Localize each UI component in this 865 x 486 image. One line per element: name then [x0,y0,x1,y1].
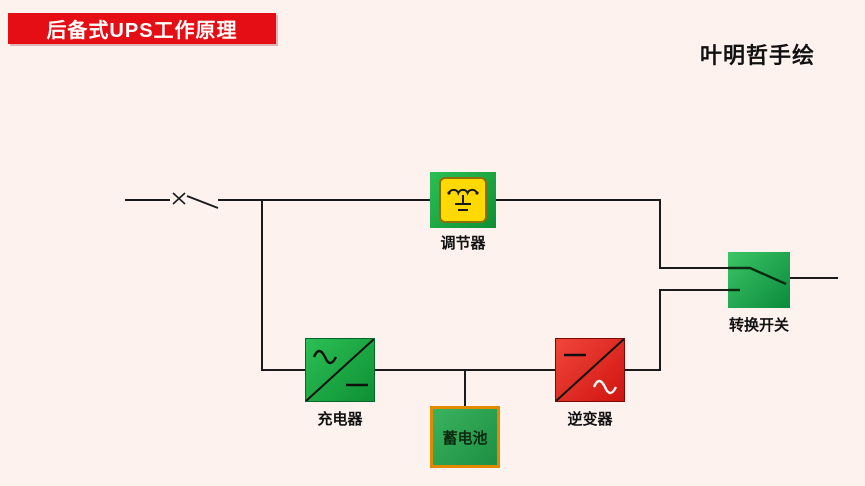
battery-label: 蓄电池 [442,429,488,447]
inverter-box[interactable] [555,338,625,402]
battery-box[interactable]: 蓄电池 [430,406,500,468]
wire-to-charger [261,200,305,371]
charger-label: 充电器 [317,411,363,428]
title-banner: 后备式UPS工作原理 [8,13,276,44]
inverter-label: 逆变器 [567,411,613,428]
wire-regulator-to-switch [496,199,728,269]
transfer-switch-label: 转换开关 [728,317,789,334]
switch-blade-icon [728,266,787,292]
regulator-label: 调节器 [440,235,486,252]
input-switch-icon [186,195,219,209]
regulator-box[interactable] [430,172,496,228]
wire-inverter-to-switch [625,289,728,371]
breaker-x-icon [172,192,186,205]
page-title: 后备式UPS工作原理 [46,20,238,42]
coil-capacitor-icon [447,188,479,211]
wire-lines [125,192,838,406]
ac-sine-icon [312,349,338,365]
transfer-switch-box[interactable] [728,252,790,308]
credit-text: 叶明哲手绘 [700,43,816,68]
dc-ac-inverter-icon [556,339,624,401]
regulator-inner-panel [439,177,487,223]
charger-box[interactable] [305,338,375,402]
ac-dc-converter-icon [306,339,374,401]
ac-sine-icon [592,379,618,395]
